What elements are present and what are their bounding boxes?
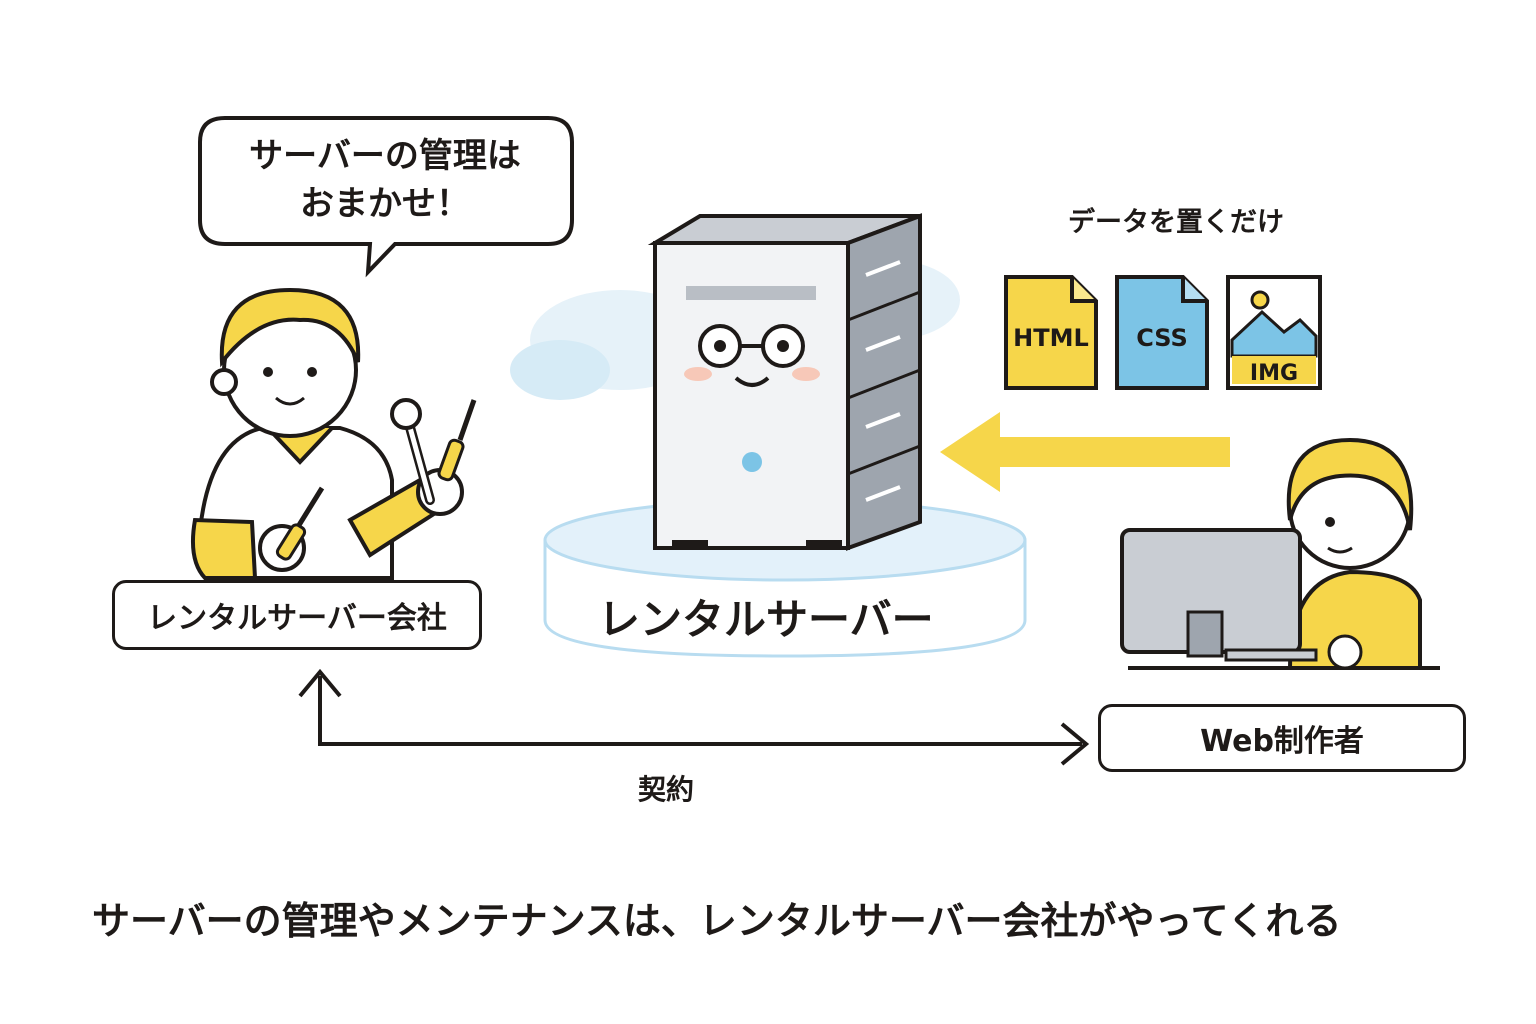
file-img-icon xyxy=(1226,275,1322,390)
file-html-icon xyxy=(1004,275,1098,390)
file-label: CSS xyxy=(1136,324,1188,352)
creator-label: Web制作者 xyxy=(1200,724,1364,759)
page-caption: サーバーの管理やメンテナンスは、レンタルサーバー会社がやってくれる xyxy=(92,899,1342,943)
file-label: HTML xyxy=(1013,324,1089,352)
speech-bubble-line1: サーバーの管理は xyxy=(249,136,521,176)
mechanic-illustration xyxy=(191,287,477,580)
company-label: レンタルサーバー会社 xyxy=(147,601,447,636)
server-label: レンタルサーバー xyxy=(598,595,934,644)
contract-connector xyxy=(298,668,1090,766)
file-css-icon xyxy=(1115,275,1209,390)
upload-arrow xyxy=(940,412,1230,492)
file-label: IMG xyxy=(1250,361,1298,386)
speech-bubble-line2: おまかせ！ xyxy=(300,184,470,224)
speech-bubble-text: サーバーの管理は おまかせ！ xyxy=(205,132,565,228)
company-label-box: レンタルサーバー会社 xyxy=(112,580,482,650)
upload-caption: データを置くだけ xyxy=(1068,207,1284,238)
creator-illustration xyxy=(1120,437,1440,670)
contract-label: 契約 xyxy=(638,773,695,806)
server-icon xyxy=(647,213,922,551)
creator-label-box: Web制作者 xyxy=(1098,704,1466,772)
speech-bubble xyxy=(198,116,574,278)
